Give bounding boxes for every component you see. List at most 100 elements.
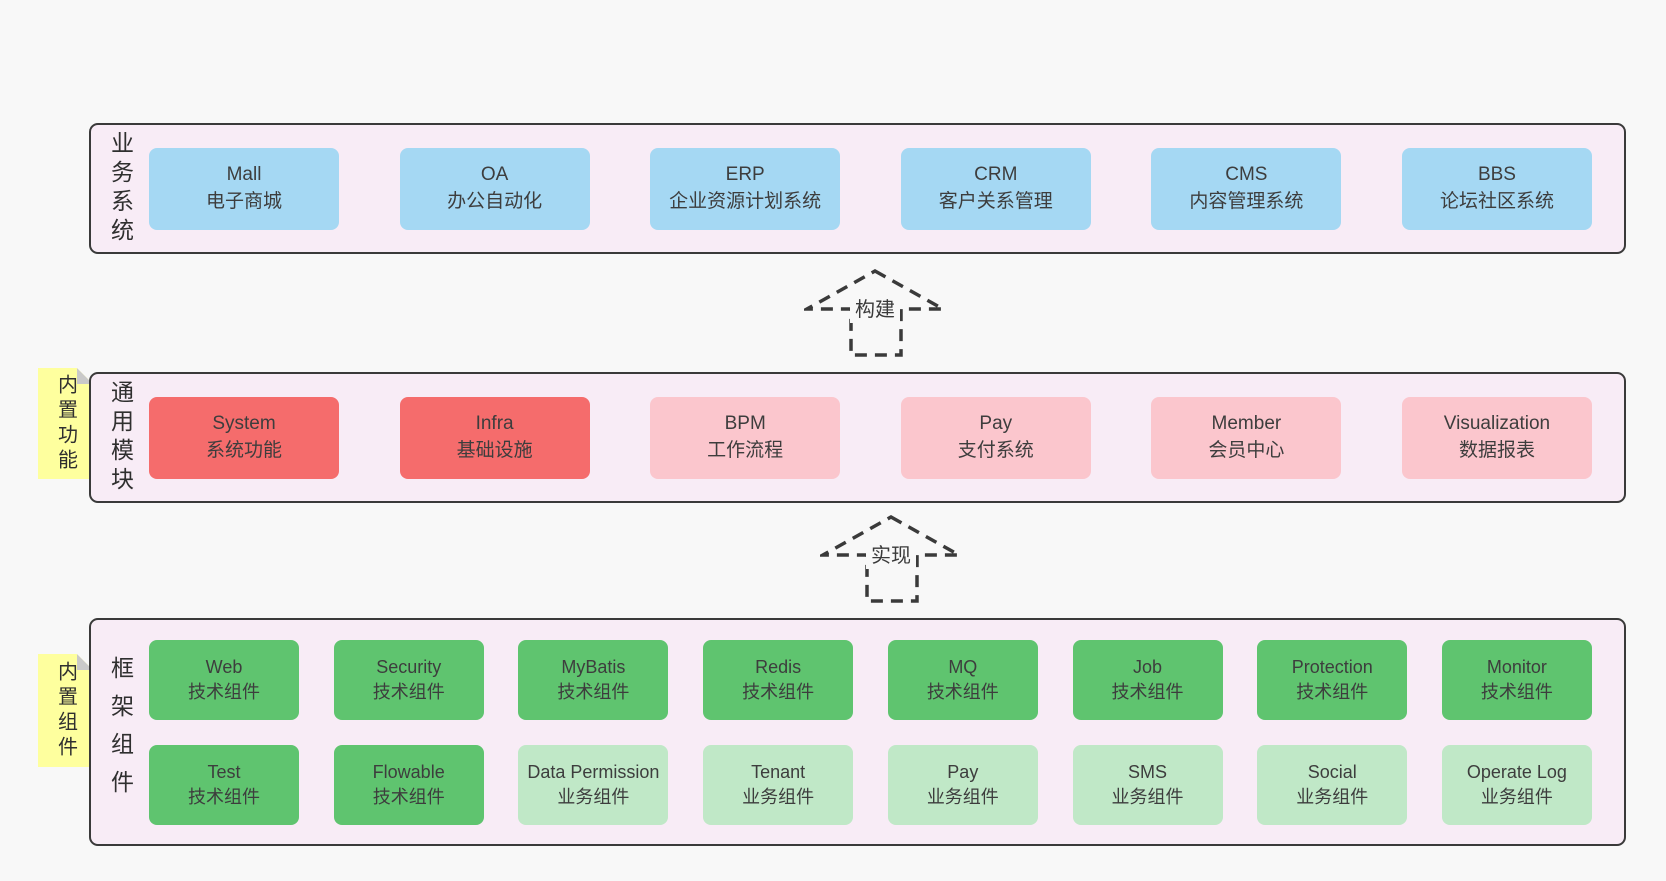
box-system: System 系统功能 <box>149 396 339 479</box>
box-title: MQ <box>948 657 978 678</box>
box-bbs: BBS 论坛社区系统 <box>1401 147 1592 230</box>
box-bpm: BPM 工作流程 <box>650 396 841 479</box>
band-framework-label: 框架组件 <box>107 656 134 808</box>
box-subtitle: 支付系统 <box>957 439 1034 461</box>
box-monitor: Monitor 技术组件 <box>1441 639 1592 720</box>
box-redis: Redis 技术组件 <box>703 639 854 720</box>
box-subtitle: 技术组件 <box>372 786 445 807</box>
box-subtitle: 技术组件 <box>1111 681 1184 702</box>
box-job: Job 技术组件 <box>1072 639 1223 720</box>
box-sms: SMS 业务组件 <box>1072 744 1223 825</box>
band-business-label: 业务系统 <box>107 130 134 247</box>
box-title: Operate Log <box>1466 762 1567 783</box>
box-pay-component: Pay 业务组件 <box>887 744 1038 825</box>
sticky-built-in-features: 内置功能 <box>38 368 93 479</box>
box-subtitle: 技术组件 <box>742 681 815 702</box>
box-title: Visualization <box>1443 412 1551 434</box>
sticky-built-in-components: 内置组件 <box>38 654 93 767</box>
box-subtitle: 基础设施 <box>456 439 533 461</box>
box-title: SMS <box>1128 762 1168 783</box>
box-subtitle: 技术组件 <box>1480 681 1553 702</box>
band-common-modules: 通用模块 System 系统功能 Infra 基础设施 BPM 工作流程 Pay… <box>89 372 1626 503</box>
box-title: BBS <box>1477 163 1516 185</box>
box-visualization: Visualization 数据报表 <box>1401 396 1592 479</box>
box-subtitle: 业务组件 <box>926 786 999 807</box>
box-protection: Protection 技术组件 <box>1257 639 1408 720</box>
box-subtitle: 技术组件 <box>188 681 260 702</box>
framework-row-2: Test 技术组件 Flowable 技术组件 Data Permission … <box>149 744 1592 825</box>
box-subtitle: 技术组件 <box>188 786 260 807</box>
box-title: Mall <box>226 163 262 185</box>
box-title: Member <box>1211 412 1282 434</box>
box-subtitle: 系统功能 <box>205 439 282 461</box>
box-subtitle: 客户关系管理 <box>938 190 1053 212</box>
box-subtitle: 办公自动化 <box>447 190 543 212</box>
framework-row-1: Web 技术组件 Security 技术组件 MyBatis 技术组件 Redi… <box>149 639 1592 720</box>
box-subtitle: 业务组件 <box>1296 786 1369 807</box>
box-title: Tenant <box>751 762 806 783</box>
box-title: BPM <box>724 412 766 434</box>
box-subtitle: 技术组件 <box>557 681 630 702</box>
box-subtitle: 会员中心 <box>1208 439 1285 461</box>
box-test: Test 技术组件 <box>149 744 299 825</box>
box-subtitle: 业务组件 <box>1480 786 1553 807</box>
box-web: Web 技术组件 <box>149 639 299 720</box>
build-arrow-label: 构建 <box>855 298 895 321</box>
box-mq: MQ 技术组件 <box>887 639 1038 720</box>
box-title: CMS <box>1225 163 1268 185</box>
box-subtitle: 技术组件 <box>926 681 999 702</box>
box-subtitle: 业务组件 <box>557 786 630 807</box>
band-business-systems: 业务系统 Mall 电子商城 OA 办公自动化 ERP 企业资源计划系统 CRM… <box>89 123 1626 254</box>
box-title: Monitor <box>1486 657 1547 678</box>
box-subtitle: 企业资源计划系统 <box>669 190 822 212</box>
implement-arrow-label: 实现 <box>871 544 911 567</box>
box-subtitle: 技术组件 <box>1296 681 1369 702</box>
box-erp: ERP 企业资源计划系统 <box>650 147 841 230</box>
box-oa: OA 办公自动化 <box>399 147 590 230</box>
box-title: Redis <box>755 657 802 678</box>
box-title: Protection <box>1291 657 1373 678</box>
build-arrow-icon: 构建 <box>804 268 946 357</box>
box-tenant: Tenant 业务组件 <box>703 744 854 825</box>
box-title: OA <box>480 163 509 185</box>
box-title: Job <box>1133 657 1163 678</box>
box-mybatis: MyBatis 技术组件 <box>518 639 669 720</box>
box-title: MyBatis <box>561 657 626 678</box>
box-subtitle: 数据报表 <box>1458 439 1535 461</box>
box-subtitle: 业务组件 <box>1111 786 1184 807</box>
box-title: Test <box>207 762 241 783</box>
box-title: System <box>212 412 276 434</box>
box-title: ERP <box>725 163 765 185</box>
implement-arrow-icon: 实现 <box>820 514 962 603</box>
box-subtitle: 技术组件 <box>372 681 445 702</box>
box-title: Social <box>1307 762 1357 783</box>
box-title: CRM <box>974 163 1018 185</box>
box-title: Pay <box>947 762 979 783</box>
box-subtitle: 内容管理系统 <box>1189 190 1304 212</box>
box-subtitle: 工作流程 <box>707 439 784 461</box>
band-framework-components: 框架组件 Web 技术组件 Security 技术组件 MyBatis 技术组件… <box>89 618 1626 846</box>
box-subtitle: 电子商城 <box>205 190 282 212</box>
band-modules-label: 通用模块 <box>107 379 134 496</box>
box-security: Security 技术组件 <box>333 639 484 720</box>
box-member: Member 会员中心 <box>1151 396 1342 479</box>
box-title: Security <box>376 657 442 678</box>
modules-box-row: System 系统功能 Infra 基础设施 BPM 工作流程 Pay 支付系统… <box>149 396 1624 479</box>
box-subtitle: 论坛社区系统 <box>1439 190 1554 212</box>
box-title: Pay <box>979 412 1013 434</box>
box-title: Flowable <box>372 762 445 783</box>
box-title: Infra <box>475 412 514 434</box>
box-subtitle: 业务组件 <box>742 786 815 807</box>
box-title: Data Permission <box>527 762 660 783</box>
box-cms: CMS 内容管理系统 <box>1151 147 1342 230</box>
box-data-permission: Data Permission 业务组件 <box>518 744 669 825</box>
box-crm: CRM 客户关系管理 <box>900 147 1091 230</box>
box-flowable: Flowable 技术组件 <box>333 744 484 825</box>
box-social: Social 业务组件 <box>1257 744 1408 825</box>
business-box-row: Mall 电子商城 OA 办公自动化 ERP 企业资源计划系统 CRM 客户关系… <box>149 147 1624 230</box>
box-operate-log: Operate Log 业务组件 <box>1441 744 1592 825</box>
framework-box-grid: Web 技术组件 Security 技术组件 MyBatis 技术组件 Redi… <box>149 639 1624 825</box>
box-title: Web <box>205 657 243 678</box>
box-mall: Mall 电子商城 <box>149 147 339 230</box>
